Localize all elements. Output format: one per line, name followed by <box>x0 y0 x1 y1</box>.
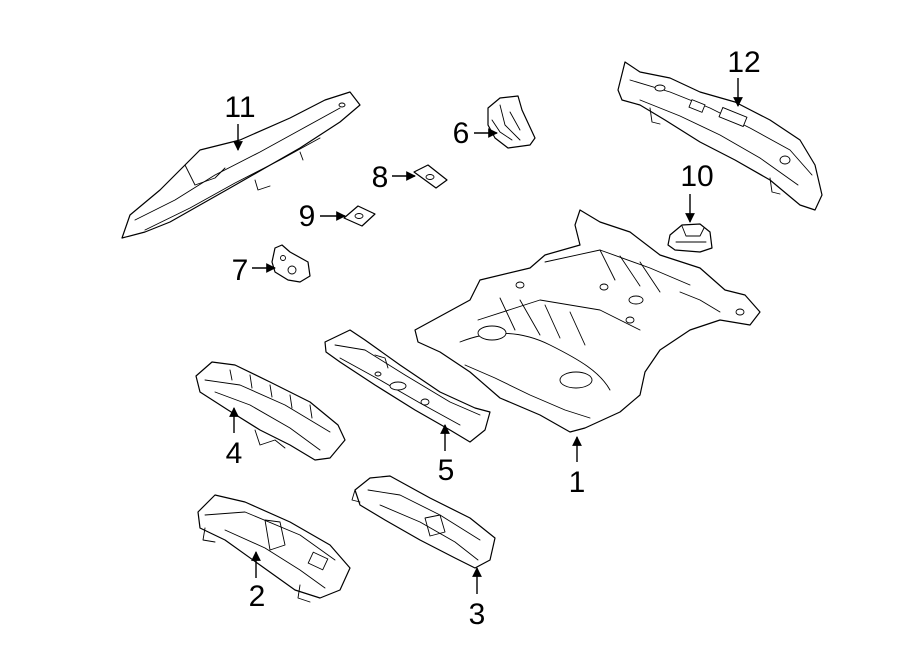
callout-10: 10 <box>680 160 713 193</box>
callout-3: 3 <box>469 598 486 631</box>
part-5-center-crossmember[interactable] <box>324 329 491 443</box>
callout-5: 5 <box>438 454 455 487</box>
leader-arrows <box>229 78 743 594</box>
part-12-rear-panel[interactable] <box>617 61 823 211</box>
part-1-rear-floor-pan[interactable] <box>414 209 761 433</box>
callout-2: 2 <box>249 580 266 613</box>
callout-6: 6 <box>453 117 470 150</box>
part-11-side-member[interactable] <box>121 91 361 239</box>
part-4-rail-reinforcement[interactable] <box>195 361 346 461</box>
callout-1: 1 <box>569 466 586 499</box>
part-10-mount[interactable] <box>667 223 713 253</box>
callout-8: 8 <box>372 161 389 194</box>
callout-7: 7 <box>232 254 249 287</box>
callout-12: 12 <box>727 46 760 79</box>
callout-11: 11 <box>224 91 255 124</box>
callout-9: 9 <box>299 200 316 233</box>
part-6-bracket[interactable] <box>487 95 536 149</box>
part-8-nut-plate[interactable] <box>413 164 448 189</box>
part-2-seat-crossmember[interactable] <box>197 494 351 603</box>
callout-4: 4 <box>226 437 243 470</box>
callout-numbers: 1 2 3 4 5 6 7 8 9 10 11 12 <box>224 46 760 631</box>
part-9-nut-plate[interactable] <box>343 205 376 227</box>
part-7-plate-bracket[interactable] <box>271 244 311 283</box>
part-3-seat-crossmember[interactable] <box>351 475 496 569</box>
